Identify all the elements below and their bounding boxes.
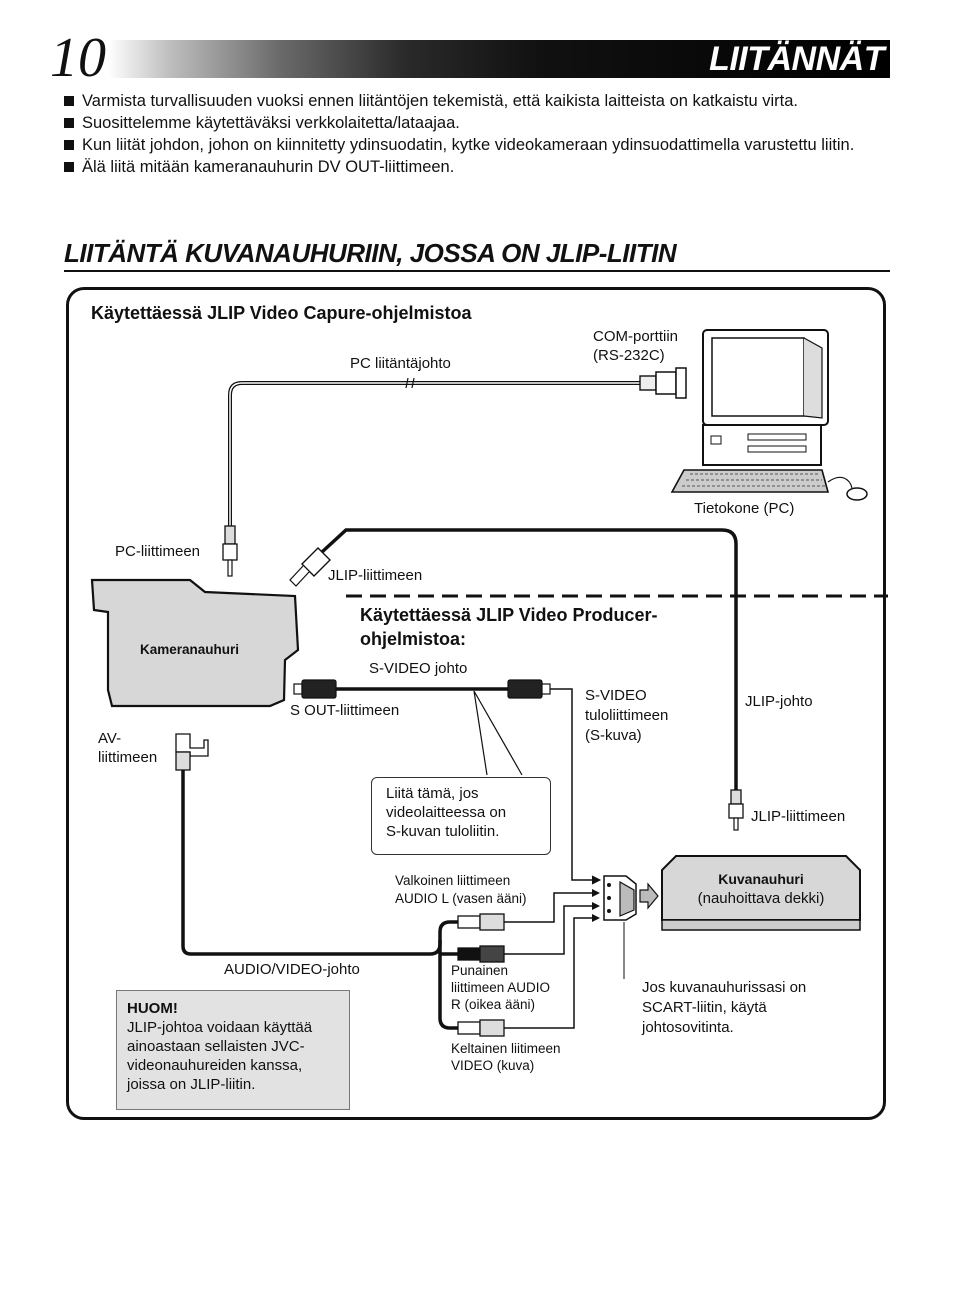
label-red-plug-2: liittimeen AUDIO (451, 980, 551, 995)
svideo-callout: Liitä tämä, jos videolaitteessa on S-kuv… (371, 777, 551, 855)
vcr-illustration (661, 855, 861, 931)
label-camcorder: Kameranauhuri (140, 642, 240, 657)
label-jlip-jack-vcr: JLIP-liittimeen (751, 808, 846, 825)
svideo-arrow (550, 688, 598, 881)
label-svideo-in-2: tuloliittimeen (585, 707, 669, 724)
label-white-plug-2: AUDIO L (vasen ääni) (395, 891, 527, 906)
heading-producer-2: ohjelmistoa: (360, 629, 467, 649)
rca-plug-white (457, 913, 505, 931)
list-item: Kun liität johdon, johon on kiinnitetty … (62, 134, 902, 156)
serial-connector (639, 367, 687, 399)
list-item: Suosittelemme käytettäväksi verkkolaitet… (62, 112, 902, 134)
jlip-plug-vcr (728, 789, 744, 831)
square-bullet-icon (64, 96, 74, 106)
square-bullet-icon (64, 140, 74, 150)
svideo-plug-right (507, 679, 551, 699)
page-title: LIITÄNNÄT (709, 40, 884, 78)
heading-capture: Käytettäessä JLIP Video Capure-ohjelmist… (91, 303, 472, 323)
camcorder-illustration (90, 578, 300, 708)
list-item: Varmista turvallisuuden vuoksi ennen lii… (62, 90, 902, 112)
note-line: joissa on JLIP-liitin. (127, 1076, 256, 1093)
note-line: JLIP-johtoa voidaan käyttää (127, 1019, 313, 1036)
square-bullet-icon (64, 162, 74, 172)
header-bar (108, 40, 890, 78)
svideo-plug-left (293, 679, 337, 699)
note-box: HUOM! JLIP-johtoa voidaan käyttää ainoas… (116, 990, 350, 1110)
label-com-port-2: (RS-232C) (593, 347, 665, 364)
label-red-plug-3: R (oikea ääni) (451, 997, 536, 1012)
list-item: Älä liitä mitään kameranauhurin DV OUT-l… (62, 156, 902, 178)
note-line: ainoastaan sellaisten JVC- (127, 1038, 305, 1055)
label-svideo-cable: S-VIDEO johto (369, 660, 468, 677)
av-plug (175, 733, 209, 771)
label-computer: Tietokone (PC) (694, 500, 795, 517)
precaution-list: Varmista turvallisuuden vuoksi ennen lii… (62, 90, 902, 178)
label-av-cable: AUDIO/VIDEO-johto (224, 961, 360, 978)
jlip-cable (320, 528, 738, 795)
label-white-plug: Valkoinen liittimeen (395, 873, 511, 888)
label-svideo-in: S-VIDEO (585, 687, 647, 704)
page-number: 10 (50, 27, 106, 89)
section-title: LIITÄNTÄ KUVANAUHURIIN, JOSSA ON JLIP-LI… (64, 238, 677, 268)
label-av-jack: AV- (98, 730, 122, 747)
label-pc-jack: PC-liittimeen (115, 543, 201, 560)
label-svideo-in-3: (S-kuva) (585, 727, 642, 744)
label-yellow-plug: Keltainen liitimeen (451, 1041, 561, 1056)
scart-adapter (603, 875, 659, 921)
pc-plug (222, 525, 238, 577)
jlip-plug-camera (289, 547, 331, 587)
callout-pointer (473, 690, 523, 776)
label-vcr: Kuvanauhuri (718, 871, 804, 887)
label-scart-2: SCART-liitin, käytä (642, 999, 767, 1016)
label-av-jack-2: liittimeen (98, 749, 158, 766)
diagram-frame (66, 287, 886, 1120)
av-cable (181, 770, 458, 956)
computer-illustration (670, 329, 868, 501)
label-jlip-jack-camera: JLIP-liittimeen (328, 567, 423, 584)
label-vcr-2: (nauhoittava dekki) (697, 890, 825, 907)
label-jlip-cable: JLIP-johto (745, 693, 813, 710)
note-title: HUOM! (127, 1000, 178, 1017)
label-com-port: COM-porttiin (593, 328, 679, 345)
rca-plug-red (457, 945, 505, 963)
label-scart: Jos kuvanauhurissasi on (642, 979, 807, 996)
note-line: videonauhureiden kanssa, (127, 1057, 303, 1074)
pc-cable (228, 381, 640, 540)
label-red-plug: Punainen (451, 963, 509, 978)
section-rule (64, 270, 890, 272)
heading-producer: Käytettäessä JLIP Video Producer- (360, 605, 658, 625)
label-scart-3: johtosovitinta. (642, 1019, 734, 1036)
label-s-out: S OUT-liittimeen (290, 702, 400, 719)
square-bullet-icon (64, 118, 74, 128)
label-yellow-plug-2: VIDEO (kuva) (451, 1058, 535, 1073)
rca-plug-yellow (457, 1019, 505, 1037)
label-pc-cable: PC liitäntäjohto (350, 355, 451, 372)
